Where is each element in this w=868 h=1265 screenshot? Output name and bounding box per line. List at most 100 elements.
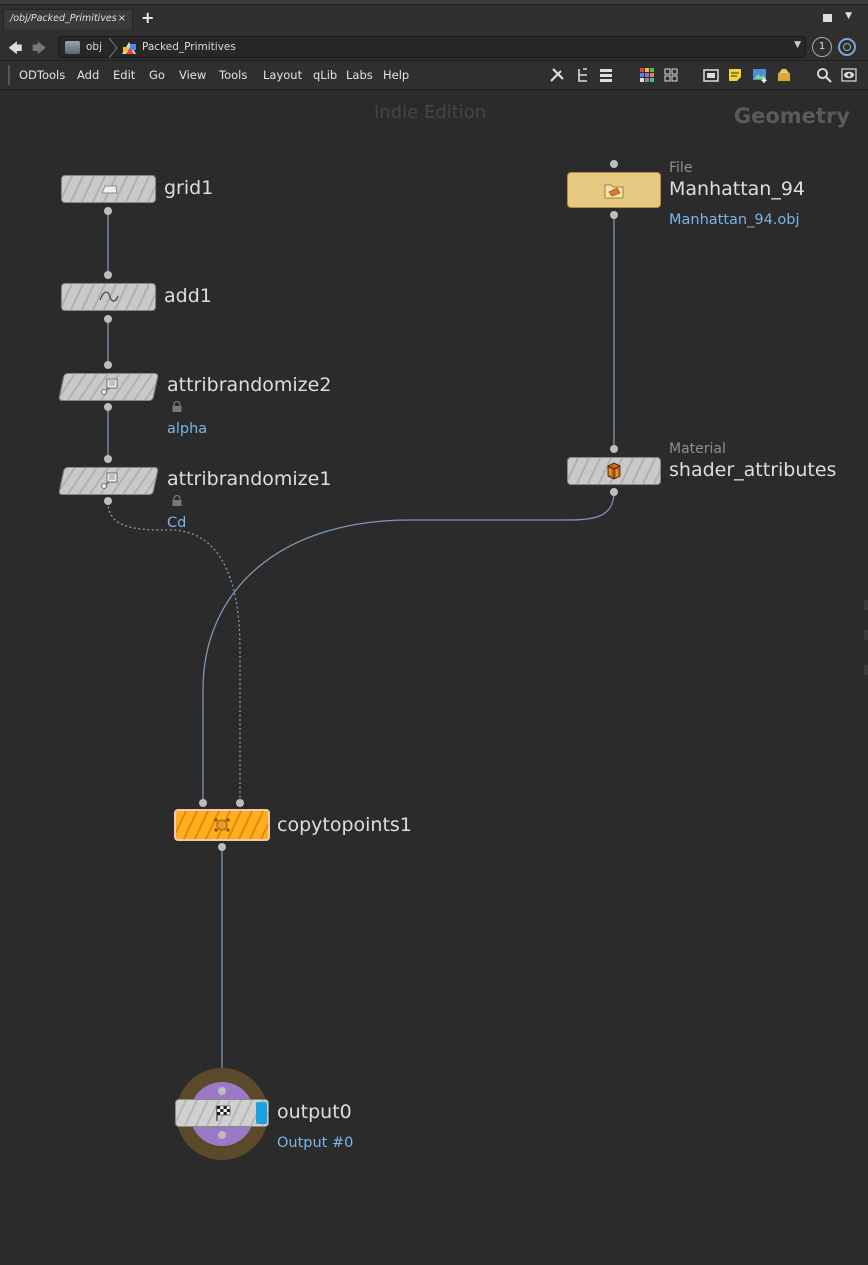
- curve-icon: [98, 291, 119, 302]
- node-file-manhattan[interactable]: [567, 172, 661, 208]
- output-port[interactable]: [218, 843, 226, 851]
- output-port[interactable]: [104, 207, 112, 215]
- thumbnail-grid-icon[interactable]: [663, 67, 679, 83]
- node-comment-obj: Manhattan_94.obj: [669, 212, 800, 228]
- pane-edge-marker: [864, 600, 868, 610]
- list-icon[interactable]: [598, 67, 614, 83]
- input-port[interactable]: [104, 271, 112, 279]
- input-port[interactable]: [104, 455, 112, 463]
- menu-go[interactable]: Go: [149, 68, 165, 82]
- path-bar: 🡄 🡆 obj Packed_Primitives ▼ 1: [0, 34, 868, 61]
- node-label-attribrandomize2: attribrandomize2: [167, 374, 332, 396]
- add-tab-icon[interactable]: +: [141, 8, 155, 27]
- node-label-attribrandomize1: attribrandomize1: [167, 468, 332, 490]
- node-attribrandomize1[interactable]: [58, 467, 159, 495]
- menu-help[interactable]: Help: [383, 68, 410, 82]
- tab-bar: /obj/Packed_Primitives × + ▼: [0, 0, 868, 35]
- eye-icon[interactable]: [841, 67, 857, 83]
- breadcrumb-geometry-label: Packed_Primitives: [142, 41, 236, 53]
- tab-packed-primitives[interactable]: /obj/Packed_Primitives ×: [3, 9, 133, 29]
- pane-layout-icon[interactable]: [823, 14, 832, 22]
- wires-layer: [107, 212, 615, 1090]
- node-add1[interactable]: [61, 283, 156, 311]
- node-comment-output: Output #0: [277, 1135, 354, 1151]
- network-box-icon[interactable]: [703, 67, 719, 83]
- node-grid1[interactable]: [61, 175, 156, 203]
- geometry-object-icon: [122, 42, 136, 54]
- output-port[interactable]: [104, 497, 112, 505]
- node-comment-alpha: alpha: [167, 421, 208, 437]
- menu-labs[interactable]: Labs: [346, 68, 373, 82]
- output-port[interactable]: [104, 403, 112, 411]
- output-port[interactable]: [610, 211, 618, 219]
- window-edge: [0, 0, 868, 5]
- input-port-left[interactable]: [199, 799, 207, 807]
- menu-qlib[interactable]: qLib: [313, 68, 338, 82]
- input-port[interactable]: [218, 1087, 226, 1095]
- wrench-icon[interactable]: [549, 67, 565, 83]
- material-box-icon: [607, 462, 621, 480]
- menu-layout[interactable]: Layout: [263, 68, 303, 82]
- checkered-flag-icon: [216, 1105, 231, 1121]
- display-flag[interactable]: [256, 1102, 267, 1124]
- pane-link-number-button[interactable]: 1: [812, 37, 832, 57]
- path-field[interactable]: obj Packed_Primitives ▼: [58, 36, 806, 58]
- menu-tools[interactable]: Tools: [219, 68, 248, 82]
- chevron-down-icon[interactable]: ▼: [845, 11, 852, 21]
- input-port[interactable]: [610, 445, 618, 453]
- node-label-add1: add1: [164, 285, 212, 307]
- lock-icon[interactable]: [171, 401, 183, 413]
- obj-network-icon: [65, 41, 80, 54]
- pane-edge-marker: [864, 630, 868, 640]
- output-port[interactable]: [610, 488, 618, 496]
- color-palette-icon[interactable]: [639, 67, 655, 83]
- breadcrumb-obj-label: obj: [86, 41, 103, 53]
- node-label-grid1: grid1: [164, 177, 214, 199]
- back-arrow-icon[interactable]: 🡄: [8, 41, 23, 57]
- input-port[interactable]: [104, 361, 112, 369]
- node-copytopoints1[interactable]: [174, 809, 270, 841]
- toolbar-grip: [8, 65, 10, 85]
- node-label-copytopoints1: copytopoints1: [277, 814, 412, 836]
- network-editor[interactable]: Indie Edition Geometry grid1 add1: [0, 90, 868, 1265]
- sticky-note-icon[interactable]: [727, 67, 743, 83]
- output-port[interactable]: [104, 315, 112, 323]
- breadcrumb-obj[interactable]: obj: [65, 40, 121, 56]
- dice-icon: [100, 472, 117, 489]
- edition-watermark: Indie Edition: [374, 102, 487, 123]
- node-output0[interactable]: [175, 1099, 269, 1127]
- input-port-right[interactable]: [236, 799, 244, 807]
- node-label-manhattan: Manhattan_94: [669, 178, 806, 200]
- copy-icon: [214, 818, 230, 832]
- node-type-material: Material: [669, 441, 726, 457]
- menu-edit[interactable]: Edit: [113, 68, 136, 82]
- menu-odtools[interactable]: ODTools: [19, 68, 66, 82]
- node-type-file: File: [669, 160, 693, 176]
- folder-icon: [604, 184, 624, 199]
- output-port[interactable]: [218, 1131, 226, 1139]
- tab-label: /obj/Packed_Primitives: [10, 13, 117, 24]
- pane-edge-marker: [864, 665, 868, 675]
- tab-close-icon[interactable]: ×: [117, 13, 126, 24]
- menu-bar: ODTools Add Edit Go View Tools Layout qL…: [0, 61, 868, 90]
- menu-add[interactable]: Add: [77, 68, 100, 82]
- menu-view[interactable]: View: [179, 68, 207, 82]
- image-icon[interactable]: [752, 67, 768, 83]
- wire-attribrandomize1-copytopoints[interactable]: [107, 501, 241, 802]
- input-port[interactable]: [610, 160, 618, 168]
- wire-material-copytopoints[interactable]: [202, 491, 615, 802]
- pin-icon[interactable]: [838, 38, 856, 56]
- node-material-shader[interactable]: [567, 457, 661, 485]
- search-icon[interactable]: [816, 67, 832, 83]
- node-comment-cd: Cd: [167, 515, 187, 531]
- tree-icon[interactable]: [575, 67, 591, 83]
- package-icon[interactable]: [776, 67, 792, 83]
- grid-icon: [100, 185, 117, 194]
- lock-icon[interactable]: [171, 495, 183, 507]
- context-label: Geometry: [733, 104, 850, 128]
- path-dropdown-icon[interactable]: ▼: [794, 40, 801, 50]
- forward-arrow-icon[interactable]: 🡆: [32, 41, 47, 57]
- node-label-shader-attributes: shader_attributes: [669, 459, 837, 481]
- node-attribrandomize2[interactable]: [58, 373, 159, 401]
- node-label-output0: output0: [277, 1101, 352, 1123]
